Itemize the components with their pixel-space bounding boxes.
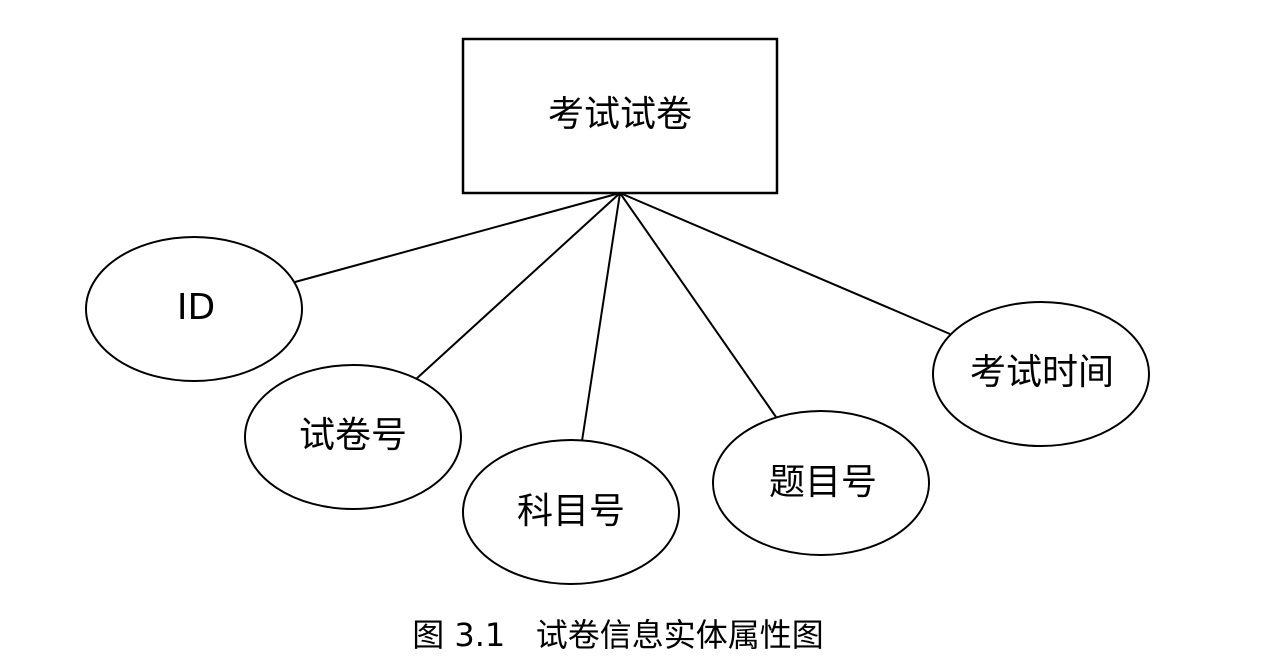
entity-label: 考试试卷 bbox=[548, 94, 692, 135]
attribute-ellipse bbox=[85, 236, 303, 382]
attribute-label: 科目号 bbox=[517, 491, 625, 532]
attribute-subject-no: 科目号 bbox=[462, 439, 680, 585]
connector-id bbox=[294, 192, 621, 283]
connectors bbox=[294, 192, 951, 442]
attribute-label: 题目号 bbox=[769, 462, 877, 503]
connector-exam-time bbox=[619, 192, 951, 335]
attribute-ellipse bbox=[932, 301, 1150, 447]
figure-caption: 图 3.1 试卷信息实体属性图 bbox=[412, 616, 824, 654]
attribute-question-no: 题目号 bbox=[712, 410, 930, 556]
attribute-label: 考试时间 bbox=[970, 352, 1114, 393]
connector-question-no bbox=[619, 192, 777, 418]
attribute-label: 试卷号 bbox=[299, 415, 407, 456]
attribute-id: ID bbox=[85, 236, 303, 382]
attribute-ellipse bbox=[712, 410, 930, 556]
attribute-paper-no: 试卷号 bbox=[244, 364, 462, 510]
connector-subject-no bbox=[581, 192, 621, 442]
attribute-label: ID bbox=[177, 287, 215, 328]
entity-box bbox=[461, 37, 779, 195]
attribute-ellipse bbox=[244, 364, 462, 510]
connector-paper-no bbox=[414, 192, 621, 381]
entity-exam-paper: 考试试卷 bbox=[461, 37, 779, 195]
attribute-ellipse bbox=[462, 439, 680, 585]
attribute-exam-time: 考试时间 bbox=[932, 301, 1150, 447]
